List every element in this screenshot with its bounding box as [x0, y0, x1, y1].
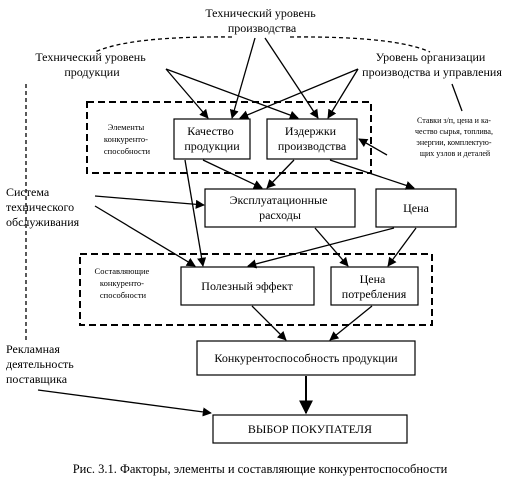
arrow-top-to-quality — [229, 37, 256, 119]
costs-box — [266, 118, 358, 160]
arrow-advertising-to-choice — [37, 389, 212, 417]
org-level-label: Уровень организации производства и управ… — [362, 50, 502, 79]
price-box-label: Цена — [403, 201, 429, 215]
arrow-product-to-costs — [165, 68, 299, 120]
arrow-note-to-costs — [358, 138, 388, 156]
figure-caption: Рис. 3.1. Факторы, элементы и составляющ… — [73, 462, 448, 476]
arrow-effect-to-competitiveness — [251, 305, 287, 341]
arrow-price-to-effect — [247, 227, 395, 269]
rates-note: Ставки з/п, цена и ка- чество сырья, топ… — [415, 116, 495, 158]
buyer-choice-box — [212, 414, 408, 444]
consumption-price-label: Цена потребления — [342, 272, 407, 301]
arrow-org-to-costs — [327, 68, 359, 119]
arrow-service-to-effect — [94, 205, 196, 267]
arrow-quality-to-effect — [184, 159, 207, 267]
elements-group-label: Элементы конкуренто- способности — [104, 122, 151, 156]
arrow-top-to-costs — [264, 37, 319, 119]
tech-level-production-label: Технический уровень производства — [205, 6, 318, 35]
useful-effect-box — [180, 266, 315, 306]
dashed-arc-right — [289, 36, 431, 53]
arrow-quality-to-operating — [202, 159, 263, 189]
tech-level-product-label: Технический уровень продукции — [35, 50, 148, 79]
quality-box — [173, 118, 251, 160]
components-group-label: Составляющие конкуренто- способности — [95, 266, 152, 300]
arrow-org-to-quality — [239, 68, 359, 120]
line-org-to-note — [451, 83, 463, 112]
arrow-consumption-to-competitiveness — [329, 305, 373, 341]
competitiveness-label: Конкурентоспособность продукции — [214, 351, 398, 365]
arrow-costs-to-operating — [266, 159, 295, 189]
arrow-costs-to-price — [329, 159, 415, 190]
buyer-choice-label: ВЫБОР ПОКУПАТЕЛЯ — [248, 422, 372, 436]
quality-box-label: Качество продукции — [184, 124, 240, 153]
operating-costs-label: Эксплуатационные расходы — [230, 193, 331, 222]
components-group — [79, 253, 433, 326]
arrow-price-to-consumption — [387, 227, 417, 267]
competitiveness-box — [196, 340, 416, 376]
consumption-price-box — [330, 266, 419, 306]
dashed-arc-left — [94, 36, 233, 53]
useful-effect-label: Полезный эффект — [201, 279, 293, 293]
arrow-service-to-operating — [94, 195, 205, 209]
arrows — [37, 37, 463, 417]
arrow-product-to-quality — [165, 68, 209, 119]
arrow-operating-to-consumption — [314, 227, 349, 267]
advertising-label: Рекламная деятельность поставщика — [6, 342, 77, 386]
operating-costs-box — [204, 188, 356, 228]
costs-box-label: Издержки производства — [278, 124, 347, 153]
service-system-label: Система технического обслуживания — [6, 185, 80, 229]
price-box — [375, 188, 457, 228]
